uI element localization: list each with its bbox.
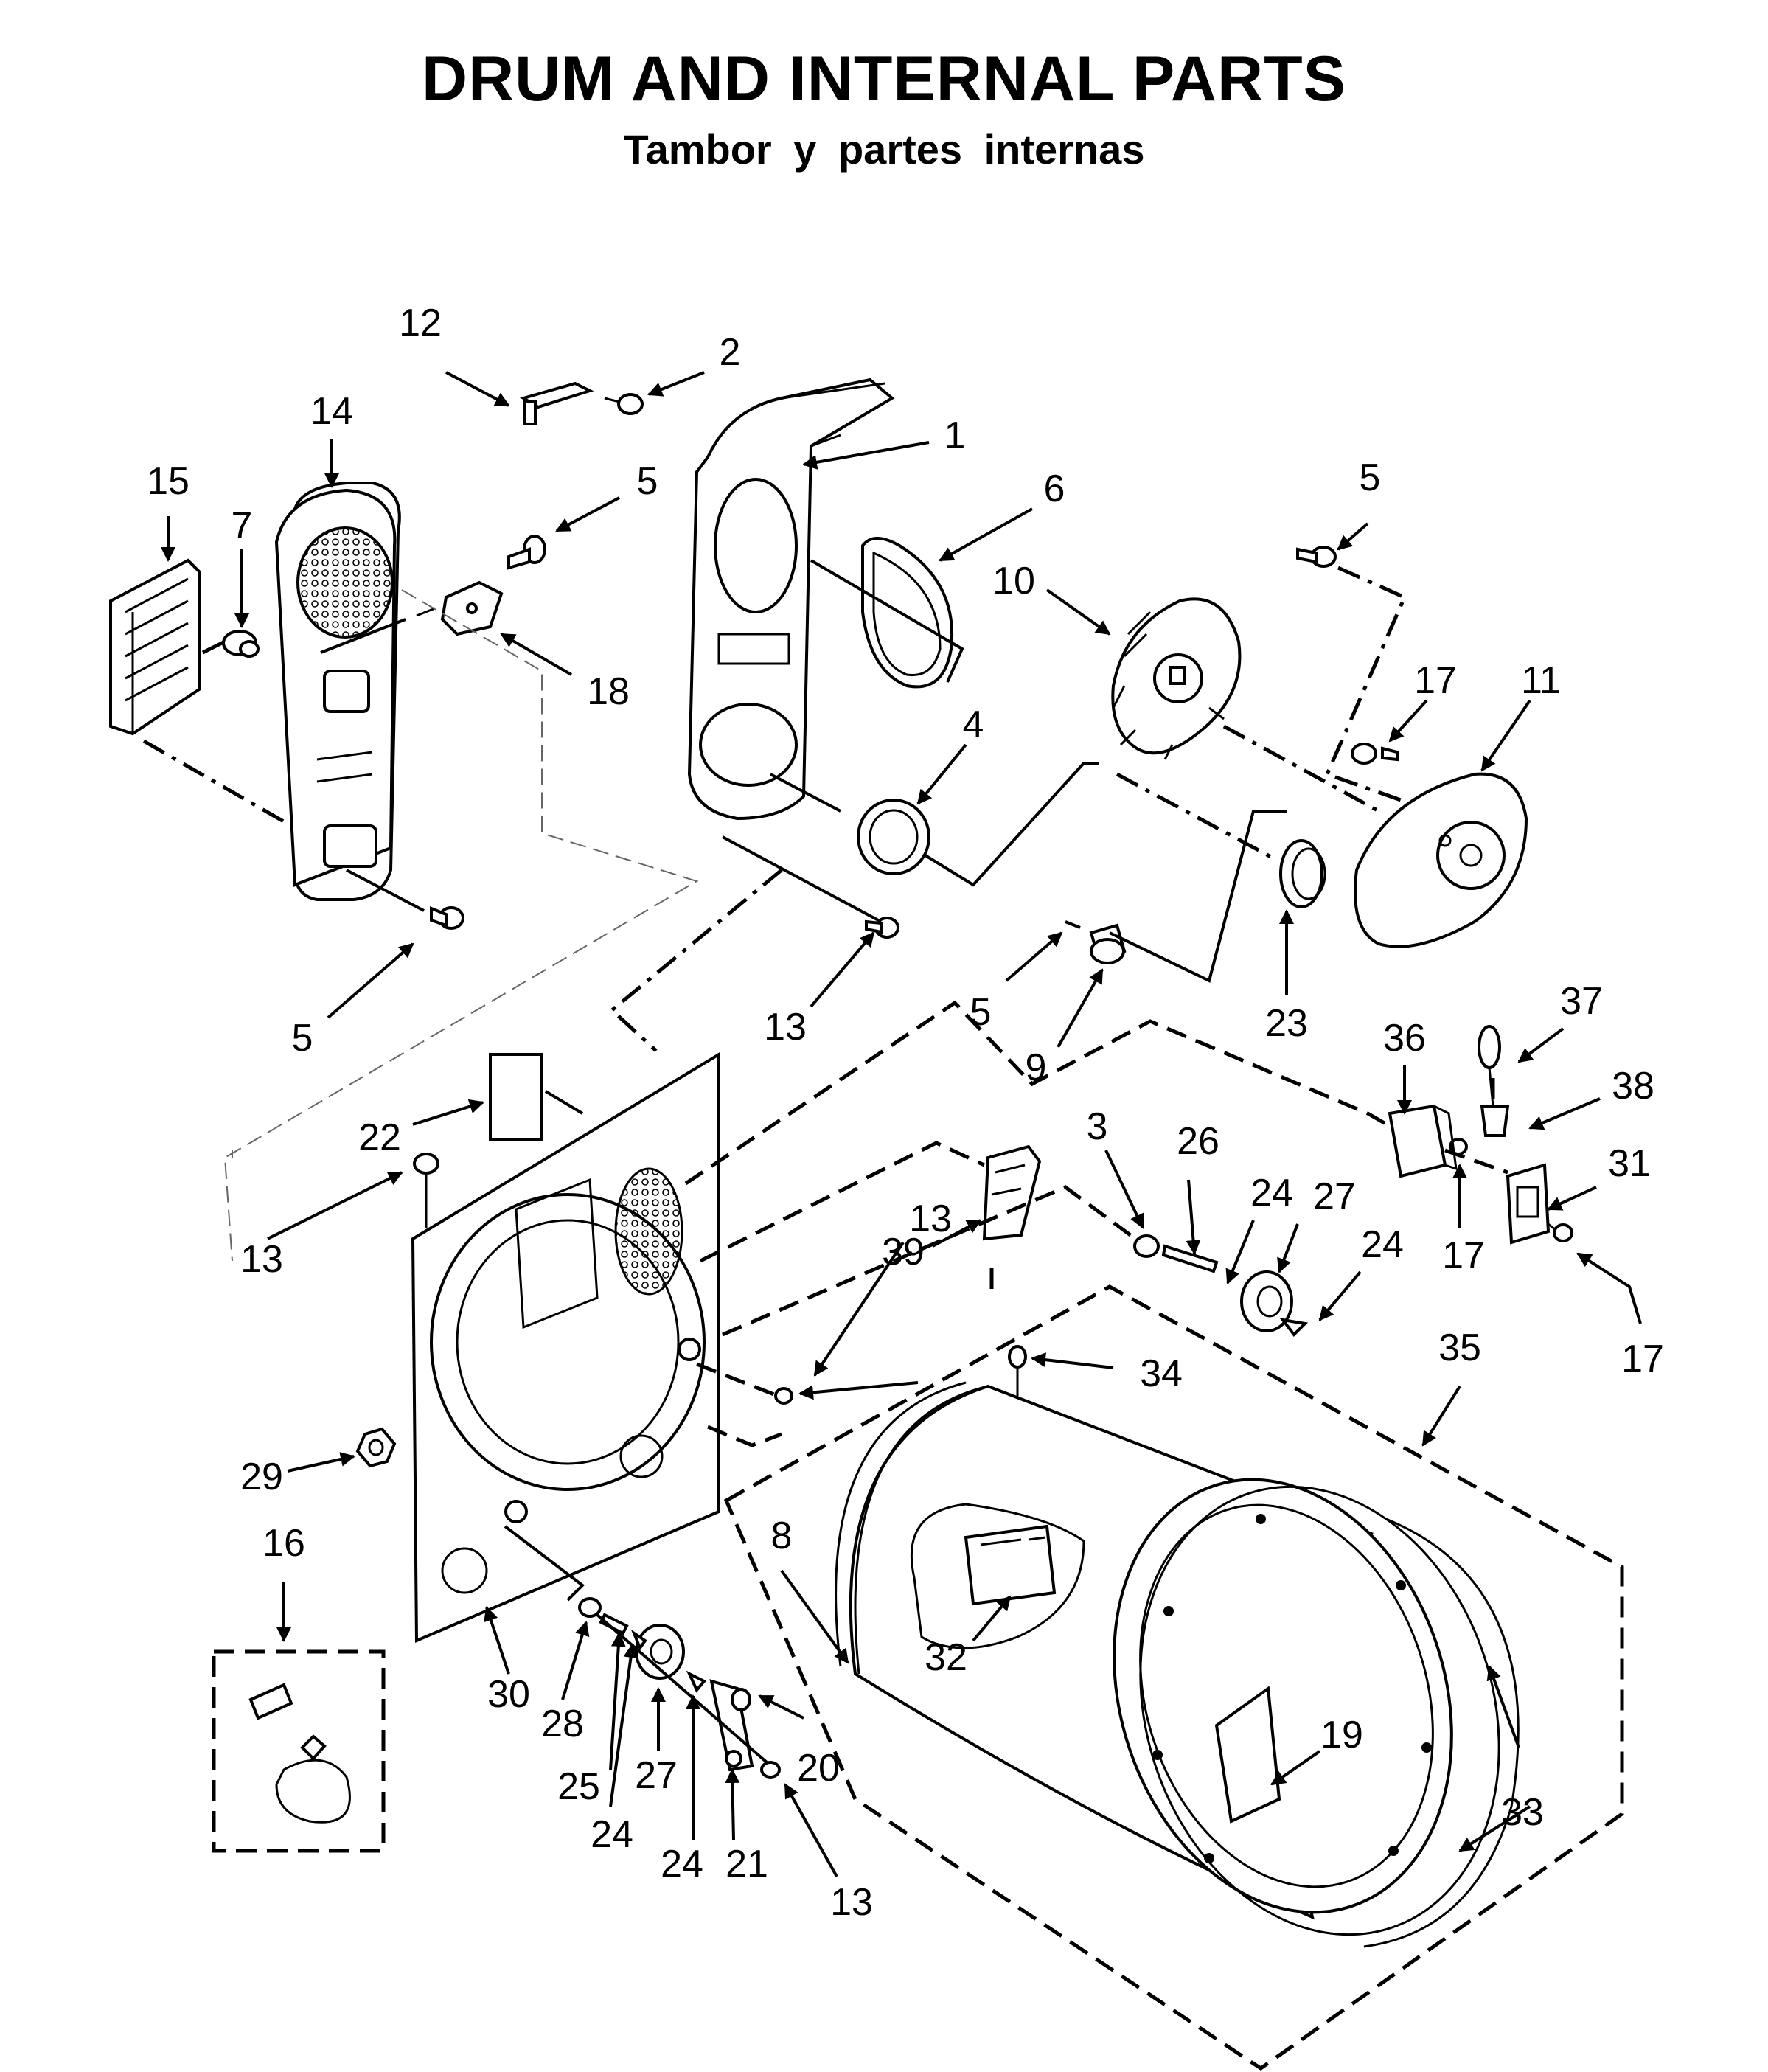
screw-part-5b: [1296, 546, 1337, 568]
callout-37: 37: [1560, 980, 1603, 1023]
callout-35: 35: [1438, 1327, 1481, 1369]
callout-26: 26: [1177, 1120, 1219, 1163]
callout-28: 28: [541, 1703, 584, 1745]
page-subtitle: Tambor y partes internas: [623, 126, 1145, 173]
label-part-22: [489, 1053, 543, 1141]
callout-22: 22: [358, 1116, 401, 1159]
callout-4: 4: [963, 703, 984, 746]
bearing-part-27a: [1240, 1270, 1293, 1332]
callout-23: 23: [1265, 1002, 1308, 1045]
seal-ring-part-23: [1279, 839, 1326, 908]
thermostat-part-9: [1089, 923, 1127, 964]
callout-2: 2: [720, 331, 741, 374]
callout-leaders: [161, 371, 1642, 1877]
blower-housing-part: [687, 378, 895, 821]
callout-24d: 24: [661, 1843, 703, 1885]
callout-27b: 27: [635, 1754, 678, 1797]
shaft-part-26: [1161, 1244, 1219, 1273]
callout-20: 20: [797, 1747, 840, 1790]
callout-11: 11: [1521, 659, 1561, 702]
gasket-part-6: [861, 537, 954, 689]
callout-13d: 13: [830, 1881, 873, 1924]
callout-36: 36: [1383, 1017, 1426, 1060]
screw-part-13d: [760, 1761, 781, 1779]
callout-10: 10: [992, 560, 1035, 602]
callout-6: 6: [1044, 467, 1065, 510]
screw-part-17a: [1351, 743, 1399, 765]
nut-part-29: [355, 1427, 397, 1468]
callout-39: 39: [882, 1231, 925, 1273]
bracket-part-18: [440, 580, 504, 636]
callout-13b: 13: [909, 1197, 952, 1240]
callout-5b: 5: [1360, 456, 1381, 499]
screw-part-17c: [1548, 1223, 1573, 1242]
wire-kit-part-16: [212, 1649, 386, 1853]
callout-33: 33: [1501, 1791, 1544, 1834]
callout-29: 29: [240, 1456, 283, 1498]
seal-part-4: [857, 799, 930, 875]
bracket-part-39: [982, 1144, 1042, 1241]
washer-part-28: [578, 1597, 602, 1618]
callout-17b: 17: [1442, 1234, 1485, 1277]
callout-17a: 17: [1414, 659, 1457, 702]
callout-7: 7: [232, 504, 253, 547]
screw-part-5a: [507, 535, 546, 570]
harness-clip-part: [520, 381, 594, 425]
clip-part-24d: [686, 1670, 707, 1693]
screw-part-13b: [413, 1153, 439, 1228]
blower-cover-part: [1354, 772, 1528, 948]
callout-24c: 24: [591, 1813, 633, 1856]
callout-3: 3: [1087, 1105, 1108, 1148]
baffle-part-32: [910, 1503, 1085, 1649]
switch-part-36: [1388, 1104, 1458, 1178]
callout-24b: 24: [1361, 1223, 1404, 1266]
washer-part-20: [731, 1688, 751, 1711]
screw-part-2: [604, 393, 644, 415]
callout-13a: 13: [764, 1006, 807, 1049]
callout-9: 9: [1026, 1046, 1047, 1089]
callout-12: 12: [399, 302, 442, 344]
lint-duct-part: [274, 482, 401, 901]
screw-part-13a: [865, 917, 899, 939]
shaft-part-21: [709, 1679, 754, 1772]
blower-wheel-part: [1111, 597, 1242, 760]
callout-15: 15: [147, 460, 189, 503]
clip-part-24b: [1279, 1318, 1309, 1338]
clip-part-24c: [630, 1629, 647, 1652]
callout-18: 18: [587, 670, 630, 713]
callout-1: 1: [944, 414, 966, 457]
screw-part-13c: [774, 1387, 793, 1405]
callout-16: 16: [262, 1522, 305, 1565]
heater-part: [109, 558, 201, 736]
baffle-part-19: [1214, 1686, 1281, 1824]
callout-32: 32: [925, 1636, 967, 1679]
bracket-part-31: [1506, 1163, 1551, 1245]
callout-31: 31: [1608, 1142, 1651, 1185]
washer-part-3: [1133, 1234, 1160, 1258]
callout-5d: 5: [970, 991, 992, 1034]
callout-13c: 13: [240, 1238, 283, 1281]
callout-labels: 12 2 14 1 15 5 6 5 7 10 18 17 11 4 5 13 …: [147, 302, 1664, 1924]
screw-part-5c: [430, 906, 464, 930]
callout-24a: 24: [1250, 1172, 1293, 1214]
callout-30: 30: [487, 1673, 530, 1716]
callout-17c: 17: [1621, 1338, 1664, 1380]
callout-19: 19: [1320, 1714, 1363, 1756]
callout-5a: 5: [637, 460, 658, 503]
callout-27a: 27: [1313, 1175, 1356, 1218]
callout-21: 21: [725, 1843, 768, 1885]
callout-34: 34: [1140, 1352, 1183, 1395]
thermistor-part: [222, 630, 260, 658]
callout-25: 25: [557, 1765, 600, 1808]
assembly-lines: [142, 559, 1624, 2071]
seal-part-33: [1363, 1518, 1520, 1948]
callout-8: 8: [771, 1515, 793, 1557]
front-panel-part: [411, 1051, 720, 1644]
page-title: DRUM AND INTERNAL PARTS: [421, 44, 1347, 114]
moisture-sensor-part: [1478, 1025, 1510, 1137]
callout-14: 14: [310, 390, 353, 433]
callout-5c: 5: [292, 1017, 313, 1060]
callout-38: 38: [1612, 1065, 1654, 1108]
